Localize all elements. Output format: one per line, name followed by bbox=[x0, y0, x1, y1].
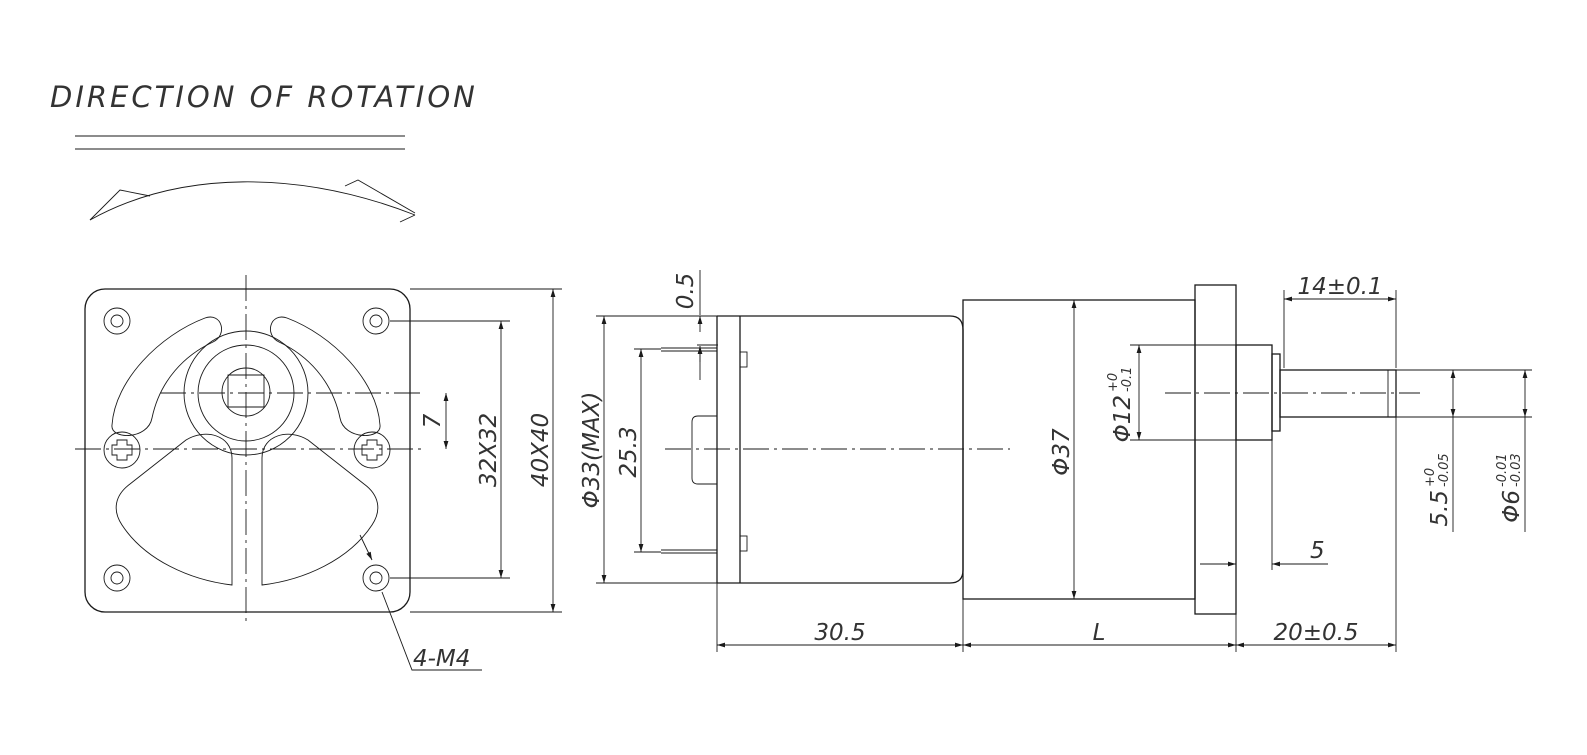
dim-terminal-span: 25.3 bbox=[616, 426, 642, 477]
dim-flange-size: 40X40 bbox=[528, 413, 554, 487]
dim-gearbox-length: L bbox=[1093, 620, 1106, 646]
drawing-title: DIRECTION OF ROTATION bbox=[50, 80, 478, 114]
svg-text:-0.05: -0.05 bbox=[1437, 453, 1452, 487]
dim-shaft-offset: 7 bbox=[420, 413, 446, 428]
side-dimension-lines bbox=[596, 270, 1532, 652]
mount-thread-label: 4-M4 bbox=[413, 646, 470, 672]
dim-boss-diameter: Φ12 +0 -0.1 bbox=[1106, 367, 1136, 443]
title-underline bbox=[75, 135, 405, 150]
svg-text:+0: +0 bbox=[1106, 373, 1121, 392]
svg-text:5.5: 5.5 bbox=[1427, 490, 1453, 527]
dim-shaft-length: 14±0.1 bbox=[1297, 274, 1382, 300]
screw-icon bbox=[103, 431, 391, 469]
dim-shaft-diameter: Φ6 -0.01 -0.03 bbox=[1495, 453, 1525, 522]
dim-gearbox-diameter: Φ37 bbox=[1049, 428, 1075, 476]
svg-text:-0.01: -0.01 bbox=[1495, 453, 1510, 487]
svg-text:Φ6: Φ6 bbox=[1499, 490, 1525, 523]
side-view bbox=[661, 284, 1420, 615]
svg-text:Φ12: Φ12 bbox=[1110, 395, 1136, 442]
corner-hole-icon bbox=[103, 307, 390, 592]
svg-text:-0.1: -0.1 bbox=[1120, 367, 1135, 392]
dim-shaft-flat: 5.5 +0 -0.05 bbox=[1423, 453, 1453, 526]
front-dimension-lines bbox=[390, 288, 562, 613]
svg-text:-0.03: -0.03 bbox=[1509, 453, 1524, 487]
dim-shaft-total: 20±0.5 bbox=[1273, 620, 1358, 646]
dim-boss-length: 5 bbox=[1310, 538, 1325, 564]
svg-text:+0: +0 bbox=[1423, 468, 1438, 487]
dim-gap: 0.5 bbox=[673, 273, 699, 310]
rotation-arrow-icon bbox=[89, 179, 416, 223]
dim-motor-length: 30.5 bbox=[814, 620, 865, 646]
dim-can-diameter: Φ33(MAX) bbox=[579, 392, 605, 509]
front-view bbox=[75, 275, 482, 671]
dim-hole-pitch: 32X32 bbox=[476, 413, 502, 487]
